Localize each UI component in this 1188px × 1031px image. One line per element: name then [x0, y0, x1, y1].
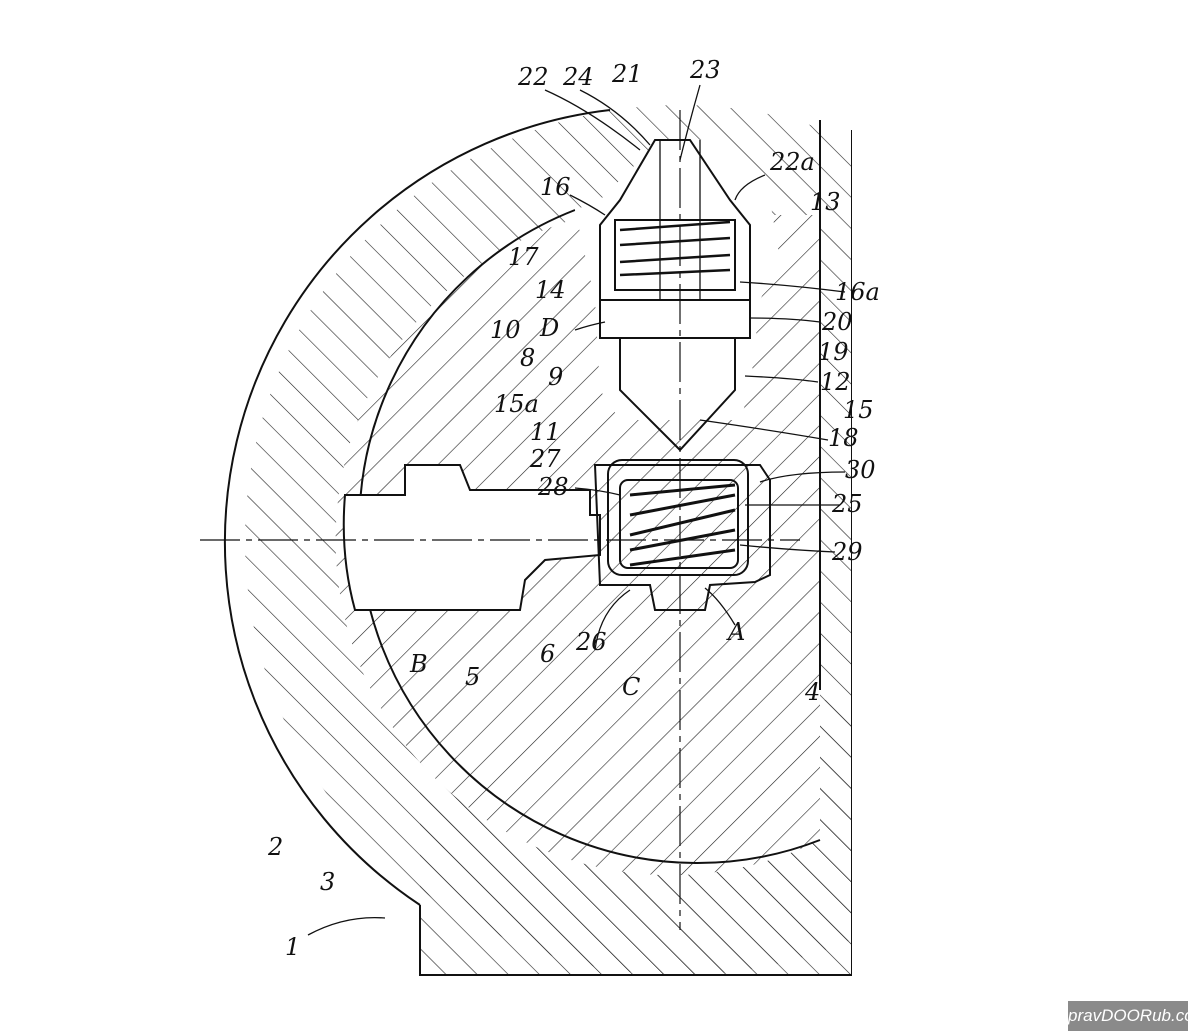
label-15: 15	[843, 396, 874, 424]
label-13: 13	[810, 188, 841, 216]
label-6: 6	[540, 640, 555, 668]
label-23: 23	[689, 56, 721, 84]
label-C: C	[622, 673, 640, 701]
label-12: 12	[820, 368, 851, 396]
label-28: 28	[537, 473, 569, 501]
label-A: A	[726, 618, 745, 646]
valve-assembly	[593, 459, 771, 611]
leader-lines	[307, 84, 846, 936]
piston	[342, 464, 601, 611]
label-1: 1	[285, 933, 300, 961]
label-10: 10	[490, 316, 521, 344]
label-16a: 16a	[835, 278, 880, 306]
label-2: 2	[267, 833, 283, 861]
label-8: 8	[520, 344, 535, 372]
label-21: 21	[611, 60, 643, 88]
label-29: 29	[831, 538, 863, 566]
label-4: 4	[804, 678, 820, 706]
label-5: 5	[465, 663, 480, 691]
label-B: B	[409, 650, 428, 678]
label-11: 11	[530, 418, 561, 446]
label-17: 17	[508, 243, 539, 271]
label-30: 30	[845, 456, 876, 484]
pin-assembly	[575, 139, 780, 452]
label-9: 9	[548, 363, 563, 391]
label-27: 27	[529, 445, 561, 473]
label-D: D	[539, 314, 559, 342]
label-3: 3	[320, 868, 335, 896]
watermark: pravDOORub.com	[1068, 1001, 1188, 1031]
center-lines	[200, 110, 800, 930]
label-18: 18	[828, 424, 859, 452]
label-24: 24	[562, 63, 594, 91]
label-22a: 22a	[769, 148, 815, 176]
label-20: 20	[821, 308, 853, 336]
label-26: 26	[575, 628, 607, 656]
label-16: 16	[540, 173, 571, 201]
label-14: 14	[535, 276, 566, 304]
label-22: 22	[517, 63, 549, 91]
label-19: 19	[818, 338, 849, 366]
label-15a: 15a	[494, 390, 539, 418]
reference-labels: 22 24 21 23 22a 16 13 17 16a 14 20 10 D …	[267, 56, 880, 961]
label-25: 25	[831, 490, 863, 518]
